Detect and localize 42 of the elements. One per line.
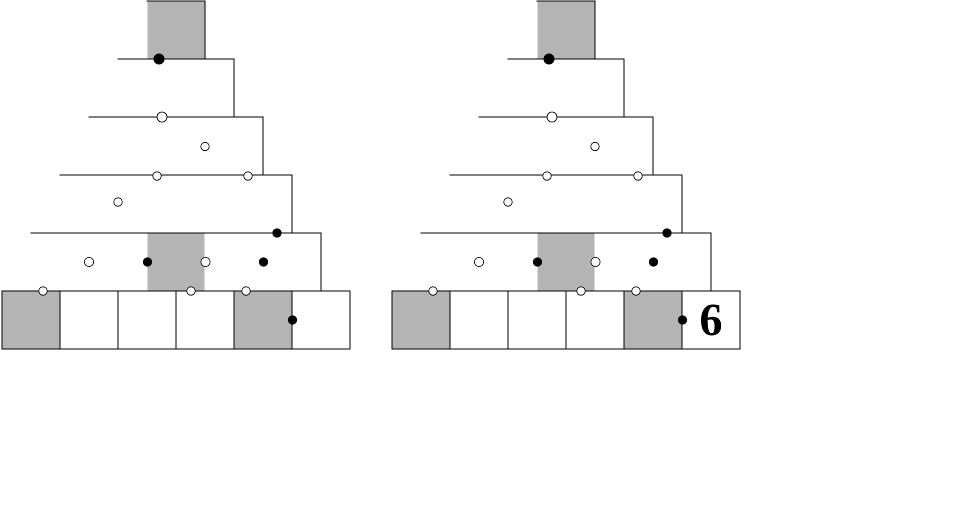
grid-cell xyxy=(478,116,538,118)
grid-cell xyxy=(146,116,206,118)
shaded-cell xyxy=(536,232,596,290)
grid-cell xyxy=(60,174,119,176)
grid-cell xyxy=(478,232,538,234)
grid-cell xyxy=(566,290,624,350)
grid-cell xyxy=(566,174,624,176)
grid-cell xyxy=(176,290,234,350)
grid-cell xyxy=(118,58,176,60)
shaded-cell xyxy=(536,0,596,60)
shaded-cell xyxy=(146,0,206,60)
grid-cell xyxy=(450,290,508,350)
shaded-cell xyxy=(624,290,682,350)
grid-cell xyxy=(508,290,566,350)
grid-cell xyxy=(204,232,264,234)
shaded-cell xyxy=(392,290,450,350)
shaded-cell xyxy=(146,232,206,290)
grid-cell xyxy=(60,290,119,350)
grid-cell: 6 xyxy=(682,290,740,350)
grid-cell xyxy=(594,116,654,176)
grid-cell xyxy=(118,174,176,176)
grid-cell xyxy=(508,174,566,176)
grid-cell xyxy=(652,232,712,292)
grid-cell xyxy=(30,232,90,234)
grid-cell xyxy=(292,290,350,350)
grid-cell xyxy=(88,232,148,234)
grid-cell xyxy=(624,174,682,234)
grid-cell xyxy=(118,290,176,350)
grid-cell xyxy=(536,116,596,118)
grid-cell xyxy=(594,232,654,234)
shaded-cell xyxy=(2,290,61,350)
grid-cell xyxy=(176,58,234,118)
grid-cell xyxy=(262,232,322,292)
shaded-cell xyxy=(234,290,292,350)
grid-cell xyxy=(566,58,624,118)
grid-cell xyxy=(450,174,508,176)
grid-cell xyxy=(176,174,234,176)
grid-cell xyxy=(88,116,148,118)
grid-cell xyxy=(234,174,292,234)
grid-cell xyxy=(420,232,480,234)
grid-cell xyxy=(508,58,566,60)
grid-cell xyxy=(204,116,264,176)
